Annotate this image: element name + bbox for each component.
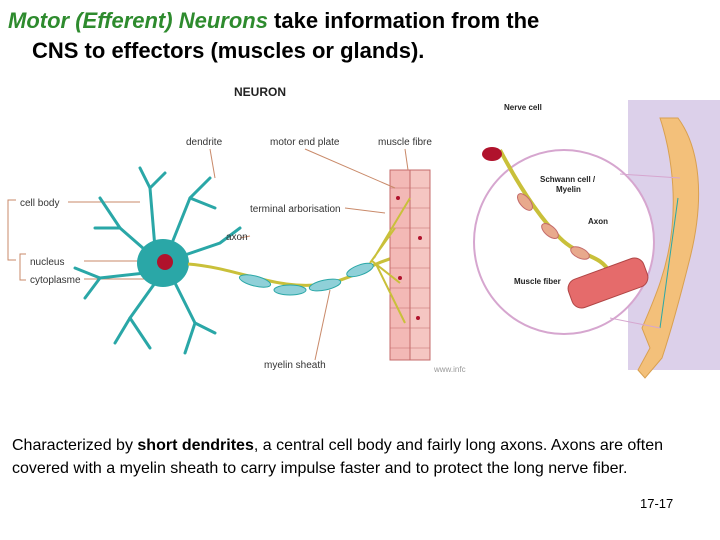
- label-myelin-sheath: myelin sheath: [264, 360, 326, 371]
- label-cell-body: cell body: [20, 198, 59, 209]
- inset-label-schwann-2: Myelin: [556, 185, 581, 194]
- myelin-segments: [238, 262, 374, 296]
- neuron-diagram: NEURON: [7, 85, 720, 379]
- body-pre: Characterized by: [12, 437, 138, 454]
- left-brackets: [7, 199, 160, 281]
- inset-label-schwann-1: Schwann cell /: [540, 175, 596, 184]
- label-motor-end-plate: motor end plate: [270, 137, 340, 148]
- title-term: Motor (Efferent) Neurons: [8, 8, 268, 33]
- nucleus-marker: [157, 254, 173, 270]
- slide-number: 17-17: [640, 496, 674, 511]
- slide-title: Motor (Efferent) Neurons take informatio…: [8, 6, 713, 66]
- label-dendrite: dendrite: [186, 137, 223, 148]
- title-line2: CNS to effectors (muscles or glands).: [32, 38, 425, 63]
- label-nucleus: nucleus: [30, 257, 64, 268]
- inset-label-nerve-cell: Nerve cell: [504, 103, 542, 112]
- body-bold: short dendrites: [137, 437, 254, 454]
- terminal-branches: [369, 197, 411, 324]
- inset-illustration: [473, 100, 720, 379]
- label-cytoplasme: cytoplasme: [30, 275, 81, 286]
- label-terminal-arborisation: terminal arborisation: [250, 204, 341, 215]
- watermark: www.infc: [433, 365, 466, 374]
- muscle-fibres: [389, 169, 431, 361]
- neuron-cell: [73, 166, 242, 355]
- body-text: Characterized by short dendrites, a cent…: [12, 434, 712, 480]
- inset-label-muscle-fiber: Muscle fiber: [514, 277, 561, 286]
- label-muscle-fibre: muscle fibre: [378, 137, 432, 148]
- label-axon: axon: [226, 232, 248, 243]
- diagram-heading: NEURON: [234, 85, 286, 99]
- inset-label-axon: Axon: [588, 217, 608, 226]
- body-post: , a central cell body and fairly long ax…: [12, 437, 663, 477]
- title-line1-rest: take information from the: [267, 8, 540, 33]
